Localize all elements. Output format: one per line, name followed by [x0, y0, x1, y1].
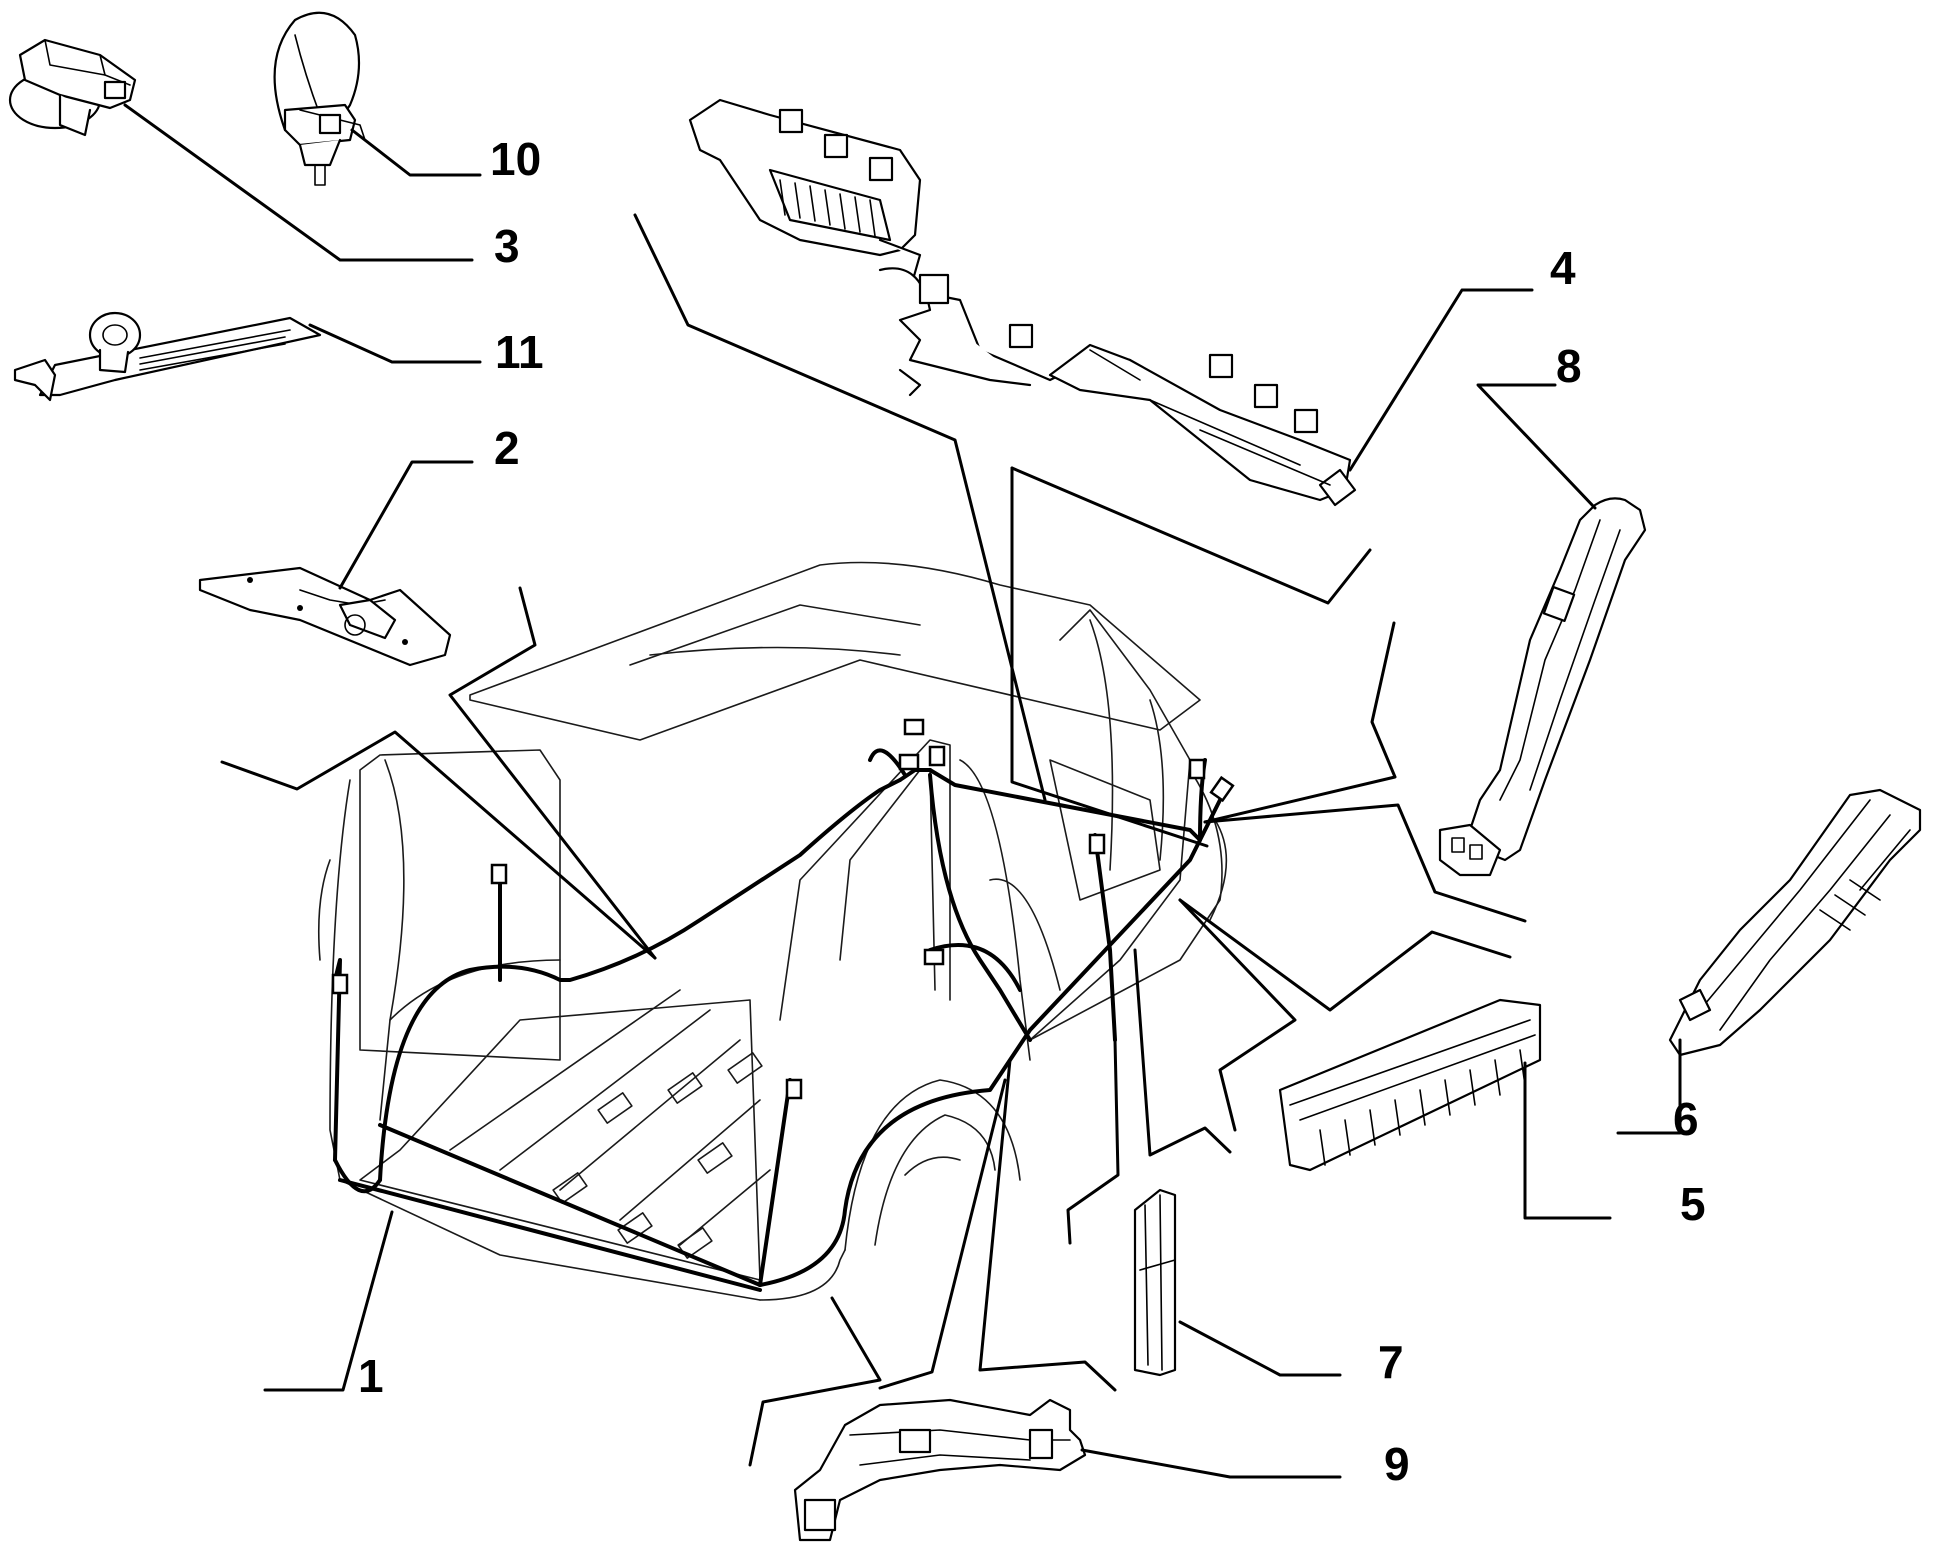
callout-1: 1: [358, 1350, 384, 1402]
leader-lines: [123, 103, 1682, 1479]
callout-10: 10: [490, 133, 541, 185]
pillar-duct: [1438, 497, 1647, 877]
floor-bracket: [198, 566, 452, 667]
callout-2: 2: [494, 422, 520, 474]
callout-5: 5: [1680, 1178, 1706, 1230]
callout-3: 3: [494, 220, 520, 272]
roof-wiring-duct: [688, 98, 1357, 507]
wheel-arch-duct: [793, 1398, 1087, 1542]
callout-labels: 1 2 3 4 5 6 7 8 9 10 11: [358, 133, 1706, 1490]
callout-11: 11: [495, 326, 544, 378]
cable-strap: [13, 311, 322, 402]
callout-6: 6: [1673, 1093, 1699, 1145]
cable-tie-clip: [273, 11, 366, 186]
vertical-channel: [1133, 1188, 1177, 1377]
vehicle-body-outline: [317, 561, 1228, 1301]
rear-panel-duct: [1278, 998, 1542, 1172]
callout-8: 8: [1556, 340, 1582, 392]
callout-7: 7: [1378, 1336, 1404, 1388]
rear-body-wiring-harness: [331, 718, 1235, 1292]
callout-4: 4: [1550, 242, 1576, 294]
sill-channel: [1668, 788, 1922, 1057]
connector-clip: [8, 38, 137, 137]
callout-9: 9: [1384, 1438, 1410, 1490]
